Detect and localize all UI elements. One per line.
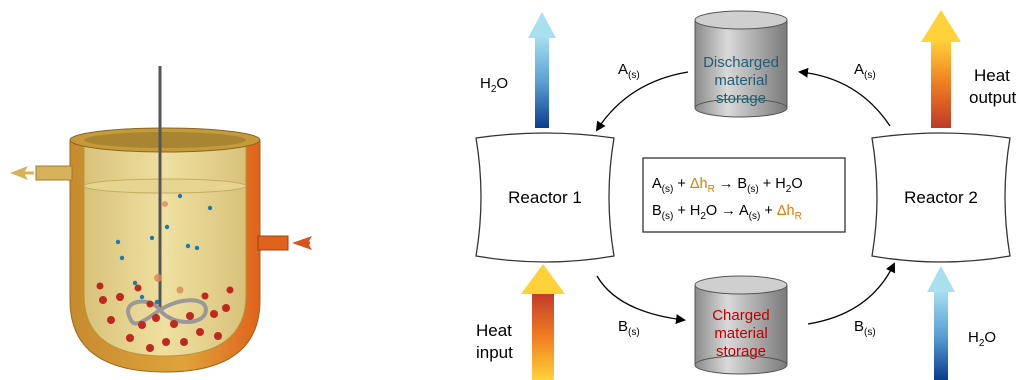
- red-particles: [96, 282, 234, 352]
- heating-inlet-pipe: [257, 235, 289, 251]
- heat-input-line1: Heat: [476, 321, 512, 340]
- heat-output-arrow: [921, 10, 961, 128]
- flow-arrow-discharged-to-reactor1: [595, 71, 689, 132]
- heat-input-line2: input: [476, 343, 513, 362]
- charged-storage-cylinder: [694, 275, 788, 375]
- discharged-storage-cylinder: [694, 10, 788, 118]
- heat-input-arrow: [521, 264, 565, 380]
- flow-arrow-reactor1-to-charged: [596, 275, 686, 324]
- discharged-label-line2: material: [714, 72, 767, 89]
- discharged-label-line1: Discharged: [703, 54, 779, 71]
- reactor-2-shape: [871, 132, 1011, 263]
- blue-particles: [115, 193, 213, 305]
- heat-output-line1: Heat: [974, 66, 1010, 85]
- equation-box: [642, 157, 846, 233]
- water-label-left: H2O: [480, 75, 508, 95]
- flow-arrow-charged-to-reactor2: [807, 262, 896, 325]
- outlet-arrow: [10, 166, 28, 180]
- flow-label-b-bottom-left: B(s): [618, 318, 640, 338]
- discharged-label-line3: storage: [716, 90, 766, 107]
- flow-label-a-top-right: A(s): [854, 61, 876, 81]
- reactor-1-label: Reactor 1: [508, 188, 582, 207]
- charged-label-line3: storage: [716, 343, 766, 360]
- reactor-1-shape: [475, 132, 615, 263]
- charged-label-line2: material: [714, 325, 767, 342]
- stirred-vessel-illustration: [10, 66, 312, 373]
- equation-1: A(s) + ΔhR → B(s) + H2O: [652, 176, 803, 195]
- vessel-inner: [83, 139, 247, 357]
- reactor-2-label: Reactor 2: [904, 188, 978, 207]
- water-label-right: H2O: [968, 329, 996, 349]
- flow-label-a-top-left: A(s): [618, 61, 640, 81]
- flow-arrow-reactor2-to-discharged: [798, 67, 891, 127]
- flow-label-b-bottom-right: B(s): [854, 318, 876, 338]
- water-in-arrow-right: [927, 266, 955, 380]
- water-out-arrow-left: [528, 12, 556, 128]
- equation-2: B(s) + H2O → A(s) + ΔhR: [652, 203, 802, 222]
- charged-label-line1: Charged: [712, 307, 770, 324]
- heat-output-line2: output: [969, 88, 1017, 107]
- liquid-surface: [83, 178, 247, 194]
- outlet-pipe: [35, 165, 73, 181]
- impeller: [126, 298, 209, 326]
